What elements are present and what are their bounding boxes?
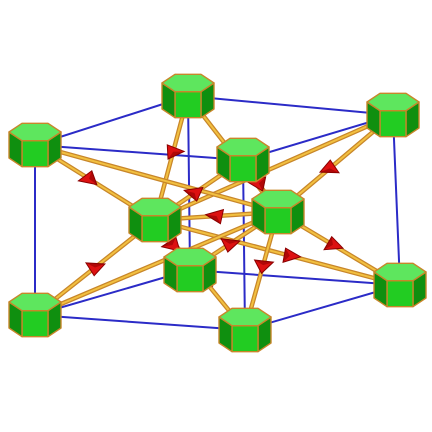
linker-triangle (253, 259, 275, 275)
metal-node (163, 247, 217, 293)
linker-triangle (220, 238, 242, 253)
metal-node (128, 197, 182, 243)
cell-edge (189, 269, 401, 286)
linker-triangle (183, 186, 204, 202)
metal-node (251, 189, 305, 235)
cell-edge (34, 314, 246, 331)
linker-triangle (318, 159, 340, 174)
metal-node (216, 137, 270, 183)
metal-node (8, 292, 62, 338)
linker-rod (32, 209, 281, 318)
cell-edge (34, 144, 244, 161)
metal-node (8, 122, 62, 168)
metal-node (218, 307, 272, 353)
linker-triangle (204, 208, 225, 225)
linker-triangle (282, 247, 302, 263)
metal-node (161, 73, 215, 119)
cell-edge (187, 95, 394, 116)
linker-triangle (323, 235, 345, 251)
metal-nodes (8, 73, 427, 353)
linker-triangle (77, 169, 98, 186)
linker-triangle (84, 262, 107, 277)
metal-node (366, 92, 420, 138)
linker-rod (152, 217, 403, 288)
linker-rod (152, 112, 396, 223)
cell-edge (392, 114, 401, 286)
linker-triangle (166, 144, 186, 160)
linker-rod (32, 142, 281, 215)
cell-edge (187, 95, 191, 271)
metal-node (373, 262, 427, 308)
